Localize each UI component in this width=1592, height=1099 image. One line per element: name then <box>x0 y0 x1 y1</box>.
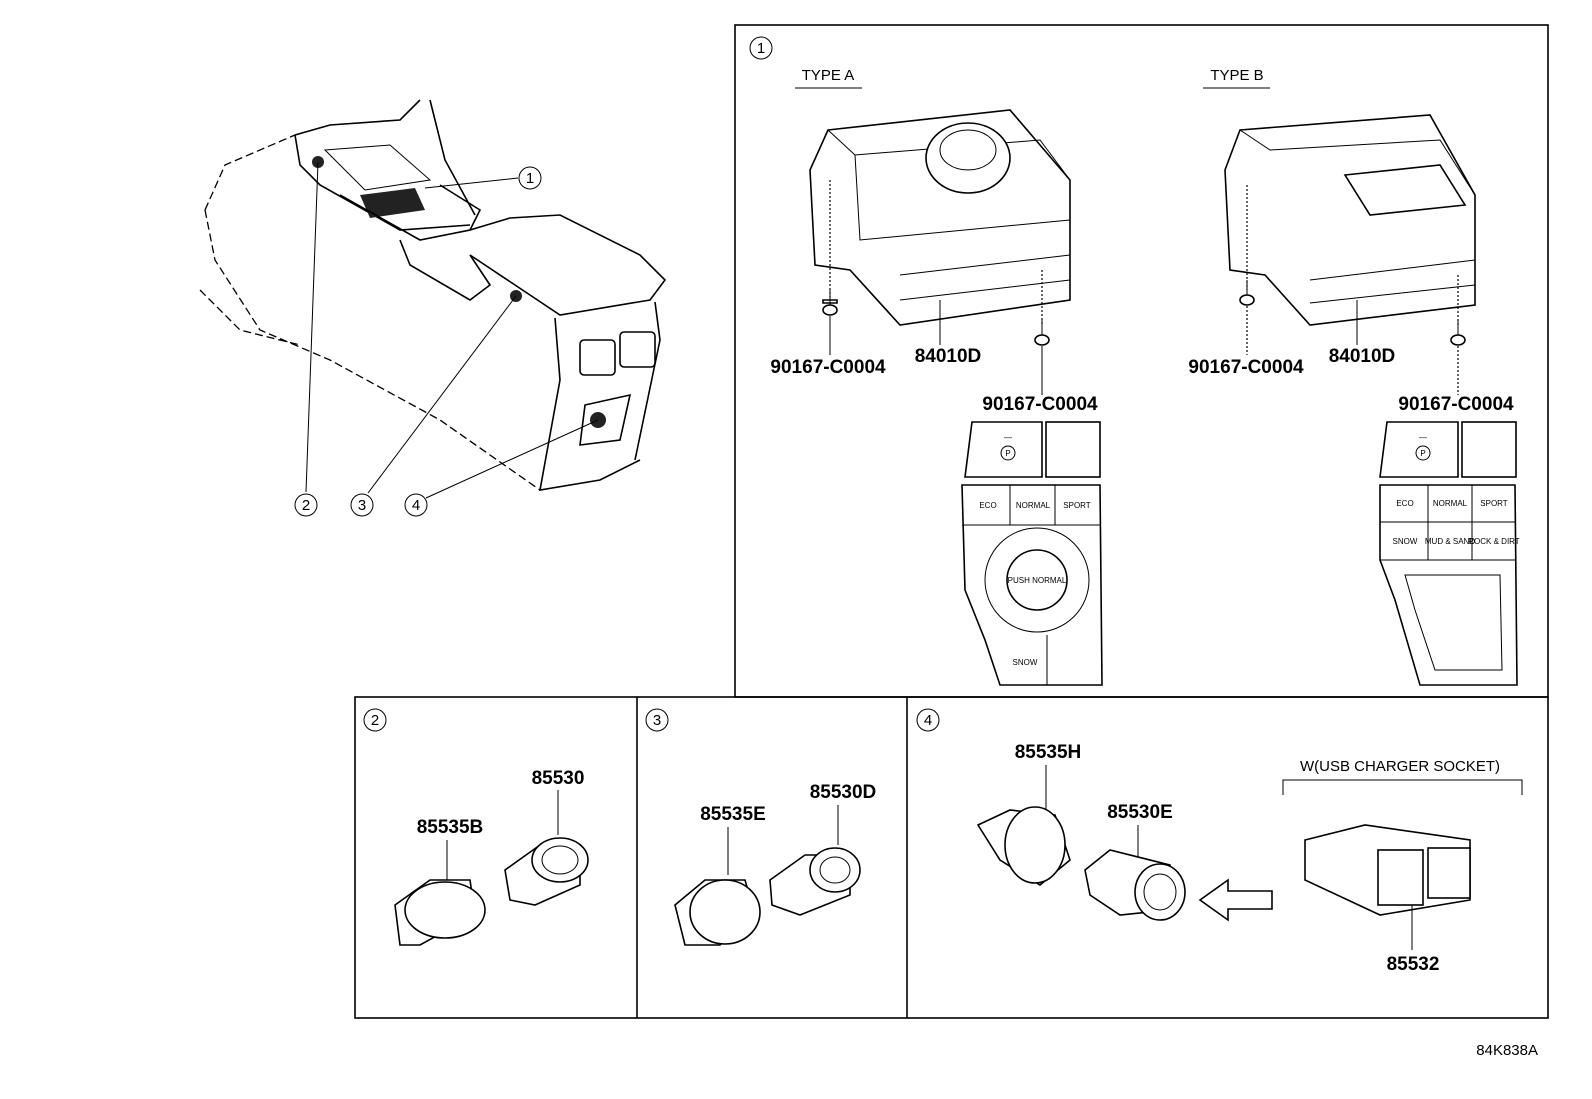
svg-text:84010D: 84010D <box>915 346 982 367</box>
svg-text:1: 1 <box>526 170 534 187</box>
svg-text:SPORT: SPORT <box>1063 501 1091 510</box>
cover-illustration <box>394 879 486 946</box>
type-a-switch-panel: — P ECO NORMAL SPORT PUSH NORMAL SNOW <box>961 421 1103 686</box>
svg-text:85535B: 85535B <box>417 817 484 838</box>
svg-text:3: 3 <box>358 497 366 514</box>
svg-text:P: P <box>1420 449 1425 458</box>
type-a-title: TYPE A <box>802 67 855 84</box>
bottom-panels-frame <box>354 696 1549 1019</box>
callout-4: 4 <box>404 493 428 517</box>
panel-1: 1 TYPE A TYPE B 84010D 90167-C0004 90167… <box>749 36 1520 686</box>
socket-illustration <box>504 837 589 906</box>
panel-3: 3 85530D 85535E <box>645 708 877 946</box>
screw-icon <box>1034 320 1050 346</box>
callout-1: 1 <box>518 166 542 190</box>
svg-text:ECO: ECO <box>1396 499 1413 508</box>
callout-3: 3 <box>350 493 374 517</box>
usb-charger-illustration <box>1304 824 1471 916</box>
type-a-module-illustration <box>809 109 1071 326</box>
arrow-left-icon <box>1198 878 1273 922</box>
panel-2: 2 85530 85535B <box>363 708 589 946</box>
svg-text:4: 4 <box>412 497 420 514</box>
svg-text:SNOW: SNOW <box>1393 537 1418 546</box>
svg-text:P: P <box>1005 449 1010 458</box>
svg-text:NORMAL: NORMAL <box>1433 499 1468 508</box>
type-b-title: TYPE B <box>1210 67 1263 84</box>
type-b-module-illustration <box>1224 114 1476 326</box>
svg-text:85530D: 85530D <box>810 782 877 803</box>
screw-icon <box>1450 320 1466 346</box>
cover-illustration <box>674 879 761 946</box>
svg-text:85532: 85532 <box>1387 954 1440 975</box>
svg-text:1: 1 <box>757 40 765 57</box>
svg-text:ROCK & DIRT: ROCK & DIRT <box>1468 537 1520 546</box>
screw-icon <box>1239 280 1255 306</box>
svg-text:NORMAL: NORMAL <box>1016 501 1051 510</box>
cover-illustration <box>976 806 1071 886</box>
svg-text:4: 4 <box>924 712 932 729</box>
svg-text:84010D: 84010D <box>1329 346 1396 367</box>
svg-text:2: 2 <box>302 497 310 514</box>
usb-note: W(USB CHARGER SOCKET) <box>1300 758 1500 775</box>
svg-text:3: 3 <box>653 712 661 729</box>
svg-text:PUSH NORMAL: PUSH NORMAL <box>1008 576 1067 585</box>
svg-text:—: — <box>1419 433 1427 442</box>
svg-text:90167-C0004: 90167-C0004 <box>1188 357 1304 378</box>
svg-text:SNOW: SNOW <box>1013 658 1038 667</box>
socket-illustration <box>1084 849 1186 921</box>
svg-text:—: — <box>1004 433 1012 442</box>
svg-text:2: 2 <box>371 712 379 729</box>
screw-icon <box>822 290 838 316</box>
svg-text:90167-C0004: 90167-C0004 <box>770 357 886 378</box>
svg-text:85530: 85530 <box>532 768 585 789</box>
console-overview-illustration <box>199 99 667 499</box>
svg-text:90167-C0004: 90167-C0004 <box>982 394 1098 415</box>
svg-text:MUD & SAND: MUD & SAND <box>1425 537 1475 546</box>
svg-text:90167-C0004: 90167-C0004 <box>1398 394 1514 415</box>
diagram-code: 84K838A <box>1476 1042 1538 1059</box>
svg-text:85535E: 85535E <box>700 804 766 825</box>
svg-text:SPORT: SPORT <box>1480 499 1508 508</box>
socket-illustration <box>769 847 861 916</box>
panel-4: 4 85535H 85530E W(USB CHARGER SOCKET) 85… <box>916 708 1523 975</box>
svg-text:85535H: 85535H <box>1015 742 1082 763</box>
type-b-switch-panel: — P ECO NORMAL SPORT SNOW MUD & SAND ROC… <box>1379 421 1520 686</box>
callout-2: 2 <box>294 493 318 517</box>
svg-text:ECO: ECO <box>979 501 996 510</box>
svg-text:85530E: 85530E <box>1107 802 1173 823</box>
